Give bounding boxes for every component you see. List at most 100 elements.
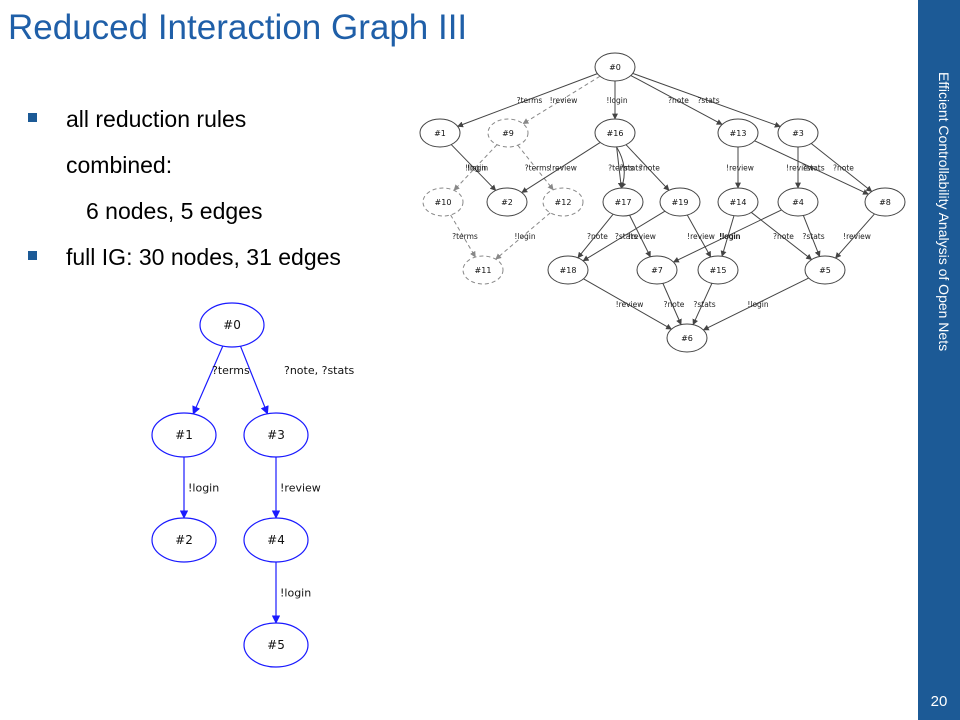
full-graph-edge bbox=[453, 144, 498, 191]
full-graph-node-label: #18 bbox=[560, 266, 577, 275]
full-graph-edge-label: ?terms bbox=[608, 164, 634, 173]
full-graph-node-label: #10 bbox=[435, 198, 452, 207]
full-graph-edge-label: !review bbox=[628, 232, 656, 241]
full-graph-edge-label: !review bbox=[843, 232, 871, 241]
full-graph-edge-label: ?terms bbox=[517, 96, 543, 105]
full-graph-node-label: #6 bbox=[681, 334, 693, 343]
reduced-graph-node-label: #4 bbox=[267, 533, 285, 547]
full-graph-edge-label: !login bbox=[467, 164, 489, 173]
full-graph-edge bbox=[450, 214, 476, 258]
full-graph-edge bbox=[495, 212, 551, 260]
full-graph-node-label: #7 bbox=[651, 266, 663, 275]
reduced-graph-edge bbox=[192, 345, 224, 415]
full-graph-node-label: #8 bbox=[879, 198, 891, 207]
full-graph-edge-label: !review bbox=[549, 164, 577, 173]
reduced-graph-edge-label: !login bbox=[188, 482, 219, 495]
full-graph-node-label: #3 bbox=[792, 129, 804, 138]
bullet-text: full IG: 30 nodes, 31 edges bbox=[66, 244, 341, 270]
reduced-graph-edge bbox=[239, 345, 269, 415]
full-interaction-graph: ?terms!review!login?note?stats!login!log… bbox=[419, 52, 906, 353]
reduced-interaction-graph: ?terms?note, ?stats!login!review!login #… bbox=[151, 302, 355, 668]
full-graph-edge bbox=[751, 212, 813, 260]
full-graph-edge bbox=[457, 73, 598, 128]
full-graph-node-label: #15 bbox=[710, 266, 727, 275]
full-graph-node-label: #16 bbox=[607, 129, 624, 138]
full-graph-node bbox=[659, 187, 701, 217]
full-graph-node-label: #11 bbox=[475, 266, 492, 275]
full-graph-edge-label: !review bbox=[550, 96, 578, 105]
reduced-graph-node bbox=[151, 412, 217, 458]
full-graph-node bbox=[422, 187, 464, 217]
full-graph-edge bbox=[662, 283, 682, 326]
full-graph-edge-label: ?stats bbox=[615, 232, 637, 241]
full-graph-edge-label: ?note bbox=[833, 164, 854, 173]
reduced-graph-node bbox=[243, 412, 309, 458]
full-graph-edge-label: !login bbox=[514, 232, 536, 241]
full-graph-edge bbox=[521, 142, 601, 193]
full-graph-edge-label: ?terms bbox=[452, 232, 478, 241]
full-graph-edge-label: ?stats bbox=[693, 300, 715, 309]
full-graph-edge bbox=[630, 75, 723, 125]
slide-title: Reduced Interaction Graph III bbox=[8, 8, 468, 47]
full-graph-node bbox=[804, 255, 846, 285]
reduced-graph-node-label: #3 bbox=[267, 428, 285, 442]
full-graph-edge-label: ?stats bbox=[802, 164, 824, 173]
bullet-text: 6 nodes, 5 edges bbox=[86, 198, 263, 224]
full-graph-edge bbox=[522, 75, 601, 125]
reduced-graph-edge-label: !login bbox=[280, 587, 311, 600]
full-graph-edge bbox=[582, 210, 666, 262]
bullet-subline: 6 nodes, 5 edges bbox=[28, 188, 448, 234]
full-graph-edge bbox=[450, 144, 497, 191]
reduced-graph-node-label: #2 bbox=[175, 533, 193, 547]
full-graph-edge bbox=[702, 277, 809, 331]
reduced-graph-node-label: #5 bbox=[267, 638, 285, 652]
full-graph-edge bbox=[754, 140, 869, 195]
full-graph-edge-label: !review bbox=[687, 232, 715, 241]
reduced-graph-edge-label: ?terms bbox=[212, 364, 250, 377]
full-graph-edge bbox=[686, 214, 712, 258]
full-graph-node bbox=[717, 118, 759, 148]
reduced-graph-node bbox=[243, 517, 309, 563]
full-graph-edge-label: !login bbox=[606, 96, 628, 105]
full-graph-edge-label: ?terms bbox=[525, 164, 551, 173]
full-graph-edge bbox=[802, 215, 821, 258]
page-number: 20 bbox=[930, 693, 948, 710]
full-graph-edge-label: ?stats bbox=[697, 96, 719, 105]
reduced-graph-node-label: #0 bbox=[223, 318, 241, 332]
full-graph-node bbox=[864, 187, 906, 217]
full-graph-edge bbox=[577, 213, 614, 259]
full-graph-node bbox=[777, 118, 819, 148]
full-graph-node-label: #9 bbox=[502, 129, 514, 138]
full-graph-edge bbox=[629, 214, 651, 258]
full-graph-edge bbox=[616, 146, 627, 189]
full-graph-edge-label: !review bbox=[786, 164, 814, 173]
full-graph-node-label: #2 bbox=[501, 198, 513, 207]
full-graph-node-label: #1 bbox=[434, 129, 446, 138]
full-graph-node bbox=[636, 255, 678, 285]
full-graph-edge-label: ?note bbox=[587, 232, 608, 241]
full-graph-edge-label: !login bbox=[719, 232, 741, 241]
full-graph-node bbox=[462, 255, 504, 285]
bullet-text: all reduction rules bbox=[66, 106, 247, 132]
full-graph-edge bbox=[517, 144, 554, 191]
bullet-list: all reduction rules combined: 6 nodes, 5… bbox=[28, 96, 448, 280]
full-graph-edge-label: !login bbox=[719, 232, 741, 241]
bullet-item: all reduction rules bbox=[28, 96, 448, 142]
full-graph-node bbox=[547, 255, 589, 285]
full-graph-node bbox=[717, 187, 759, 217]
bullet-square-icon bbox=[28, 251, 37, 260]
full-graph-node bbox=[666, 323, 708, 353]
full-graph-node bbox=[777, 187, 819, 217]
full-graph-node bbox=[602, 187, 644, 217]
full-graph-edge-label: ?note bbox=[664, 300, 685, 309]
full-graph-node bbox=[487, 118, 529, 148]
reduced-graph-edge-label: ?note, ?stats bbox=[284, 364, 355, 377]
reduced-graph-node bbox=[151, 517, 217, 563]
reduced-graph-node bbox=[199, 302, 265, 348]
reduced-graph-node bbox=[243, 622, 309, 668]
sidebar: Efficient Controllability Analysis of Op… bbox=[918, 0, 960, 720]
full-graph-node-label: #19 bbox=[672, 198, 689, 207]
full-graph-node bbox=[697, 255, 739, 285]
full-graph-edge bbox=[810, 143, 873, 192]
full-graph-edge-label: ?note bbox=[668, 96, 689, 105]
